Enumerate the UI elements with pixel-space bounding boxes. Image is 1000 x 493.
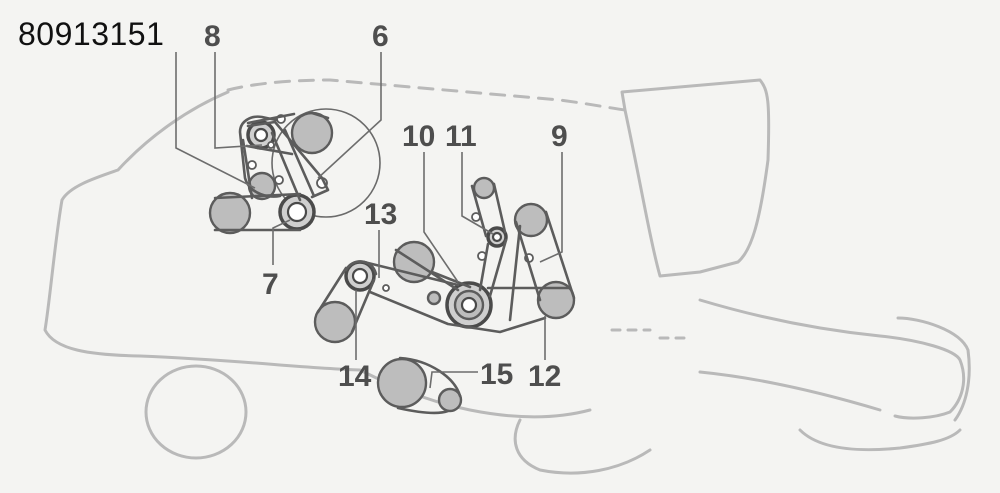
leader-8 <box>214 52 263 149</box>
callout-14: 14 <box>338 360 372 393</box>
callout-12: 12 <box>528 360 561 393</box>
leader-6 <box>317 52 382 179</box>
pulley-15-large <box>376 357 428 409</box>
lower-left-pulley <box>208 191 252 235</box>
belt-10 <box>394 248 472 292</box>
callout-11: 11 <box>445 120 477 153</box>
leader-9 <box>539 152 563 263</box>
tension-pulley-8-hub <box>253 127 269 143</box>
pulley-13-small <box>426 290 442 306</box>
header-tip-outline <box>896 316 971 422</box>
leader-part-number <box>175 52 256 189</box>
front-wheel-outline <box>513 418 652 475</box>
part-number-label: 80913151 <box>18 16 165 52</box>
leader-lines <box>175 52 563 389</box>
pulley-14-upper-hub <box>351 267 369 285</box>
front-fender-outline <box>798 428 962 452</box>
rotor-housing-circle <box>271 108 381 218</box>
pulley-12 <box>536 280 576 320</box>
cab-outline <box>620 78 771 278</box>
pulley-11-hub <box>491 231 503 243</box>
pulley-15-small <box>437 387 463 413</box>
main-drive-pulley-hub <box>460 296 478 314</box>
idler-c <box>274 175 284 185</box>
belt-11 <box>470 182 508 298</box>
idler-i <box>382 284 390 292</box>
lower-drive-group <box>376 356 463 415</box>
callout-13: 13 <box>364 198 397 231</box>
drive-pulley-7-hub <box>286 201 308 223</box>
callout-15: 15 <box>480 358 513 391</box>
upper-right-pulley <box>290 111 334 155</box>
leader-15 <box>429 371 478 389</box>
body-outline-top <box>226 78 627 112</box>
body-outline-left <box>43 90 230 358</box>
belt-9-12 <box>508 210 576 322</box>
belt-15 <box>396 356 462 415</box>
belt-pulley-8 <box>238 115 282 198</box>
callout-6: 6 <box>372 20 389 53</box>
callout-numbers: 8 6 7 10 11 9 13 14 15 12 <box>204 20 568 393</box>
machine-outline <box>43 78 971 475</box>
callout-7: 7 <box>262 268 279 301</box>
central-drive-group <box>313 176 576 344</box>
rear-wheel-outline <box>144 364 248 460</box>
pulley-9-top <box>513 202 549 238</box>
idler-e <box>267 141 275 149</box>
callout-9: 9 <box>551 120 568 153</box>
header-outline <box>698 298 966 420</box>
callout-8: 8 <box>204 20 221 53</box>
belt-upper-loop <box>241 120 330 202</box>
pulley-11-top <box>472 176 496 200</box>
idler-b <box>247 160 257 170</box>
feeder-outline <box>698 370 882 412</box>
leader-11 <box>461 152 494 235</box>
leader-7 <box>272 219 291 265</box>
upper-drive-group <box>208 108 381 235</box>
leader-10 <box>423 152 459 283</box>
grille-dashes <box>610 328 692 340</box>
callout-10: 10 <box>402 120 435 153</box>
